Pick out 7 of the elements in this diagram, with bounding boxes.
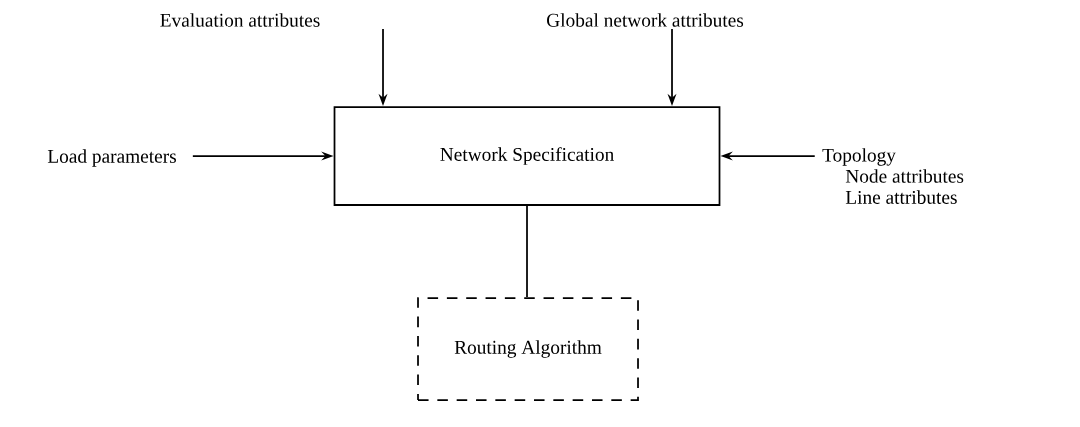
text-list: Topology Node attributes Line attributes xyxy=(822,148,964,204)
label-text: Load parameters xyxy=(47,149,176,167)
connector-line xyxy=(526,205,528,298)
process-box: Network Specification xyxy=(333,106,721,206)
label-text: Evaluation attributes xyxy=(160,13,320,27)
dashed-box: Routing Algorithm xyxy=(417,297,639,401)
label-text: Global network attributes xyxy=(547,13,744,27)
